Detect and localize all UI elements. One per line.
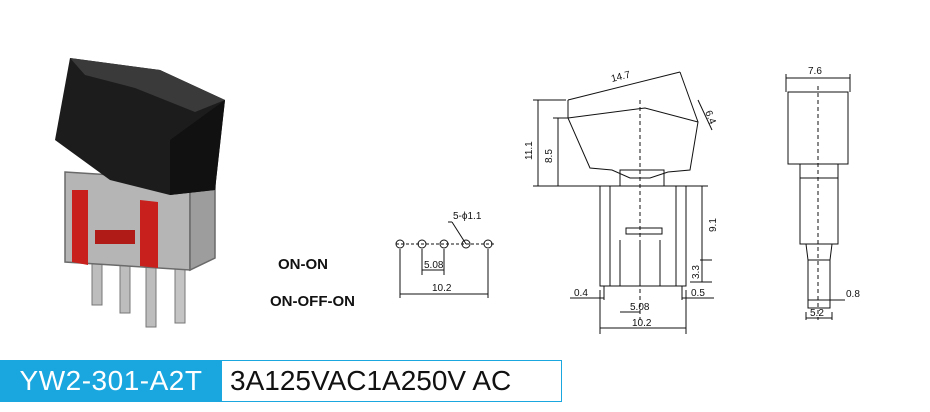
pcb-hole-label: 5-ϕ1.1 xyxy=(453,211,482,222)
front-pin-height: 9.1 xyxy=(708,218,719,232)
front-left-offset: 0.4 xyxy=(574,288,588,299)
pcb-pitch-label: 5.08 xyxy=(424,260,444,271)
front-body-height: 8.5 xyxy=(544,149,555,163)
side-width: 7.6 xyxy=(808,66,822,77)
side-pin-thick: 0.8 xyxy=(846,289,860,300)
front-cap-height: 6.4 xyxy=(702,109,718,126)
front-total-height: 11.1 xyxy=(524,141,535,160)
electrical-rating: 3A125VAC1A250V AC xyxy=(222,360,562,402)
front-span: 10.2 xyxy=(632,318,652,329)
switch-photo xyxy=(55,58,225,328)
model-number: YW2-301-A2T xyxy=(0,360,222,402)
side-view xyxy=(785,74,851,320)
front-right-offset: 0.5 xyxy=(691,288,705,299)
front-top-width: 14.7 xyxy=(610,69,632,84)
mode-on-on: ON-ON xyxy=(278,256,328,273)
front-view xyxy=(533,71,714,334)
pcb-span-label: 10.2 xyxy=(432,283,452,294)
product-bar: YW2-301-A2T 3A125VAC1A250V AC xyxy=(0,360,562,402)
mode-on-off-on: ON-OFF-ON xyxy=(270,293,355,310)
front-pin-len: 3.3 xyxy=(691,265,702,279)
front-pitch: 5.08 xyxy=(630,302,650,313)
pcb-layout xyxy=(395,221,496,298)
side-base-width: 5.2 xyxy=(810,308,824,319)
